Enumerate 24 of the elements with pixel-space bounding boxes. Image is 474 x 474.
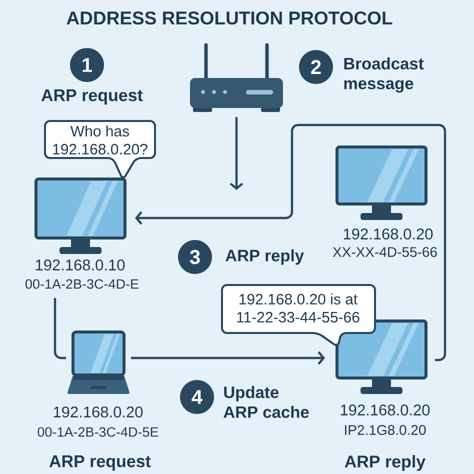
step-label: Broadcast message (344, 57, 424, 93)
step-number: 2 (299, 50, 333, 84)
address-label: 00-1A-2B-3C-4D-E (26, 279, 138, 289)
step-label: ARP reply (226, 249, 304, 265)
step-number: 4 (180, 380, 214, 414)
step-number: 1 (70, 48, 104, 82)
role-label: ARP request (49, 455, 151, 471)
address-label: 192.168.0.20 (344, 228, 433, 240)
step-number: 3 (178, 240, 212, 274)
router-illustration (190, 43, 283, 112)
arrow (131, 351, 325, 365)
arrow (230, 117, 244, 190)
step-label: Update ARP cache (224, 386, 309, 418)
address-label: XX-XX-4D-55-66 (332, 247, 437, 257)
speech-bubble: 192.168.0.20 is at 11-22-33-44-55-66 (221, 284, 376, 346)
speech-bubble: Who has 192.168.0.20? (44, 120, 156, 178)
address-label: 00-1A-2B-3C-4D-5E (38, 427, 158, 437)
address-label: IP2.1G8.0.20 (345, 425, 426, 435)
role-label: ARP reply (344, 455, 426, 471)
address-label: 192.168.0.20 (54, 406, 143, 418)
step-label: ARP request (41, 89, 143, 105)
address-label: 192.168.0.10 (36, 260, 125, 270)
title: ADDRESS RESOLUTION PROTOCOL (66, 11, 392, 25)
address-label: 192.168.0.20 (340, 404, 430, 416)
